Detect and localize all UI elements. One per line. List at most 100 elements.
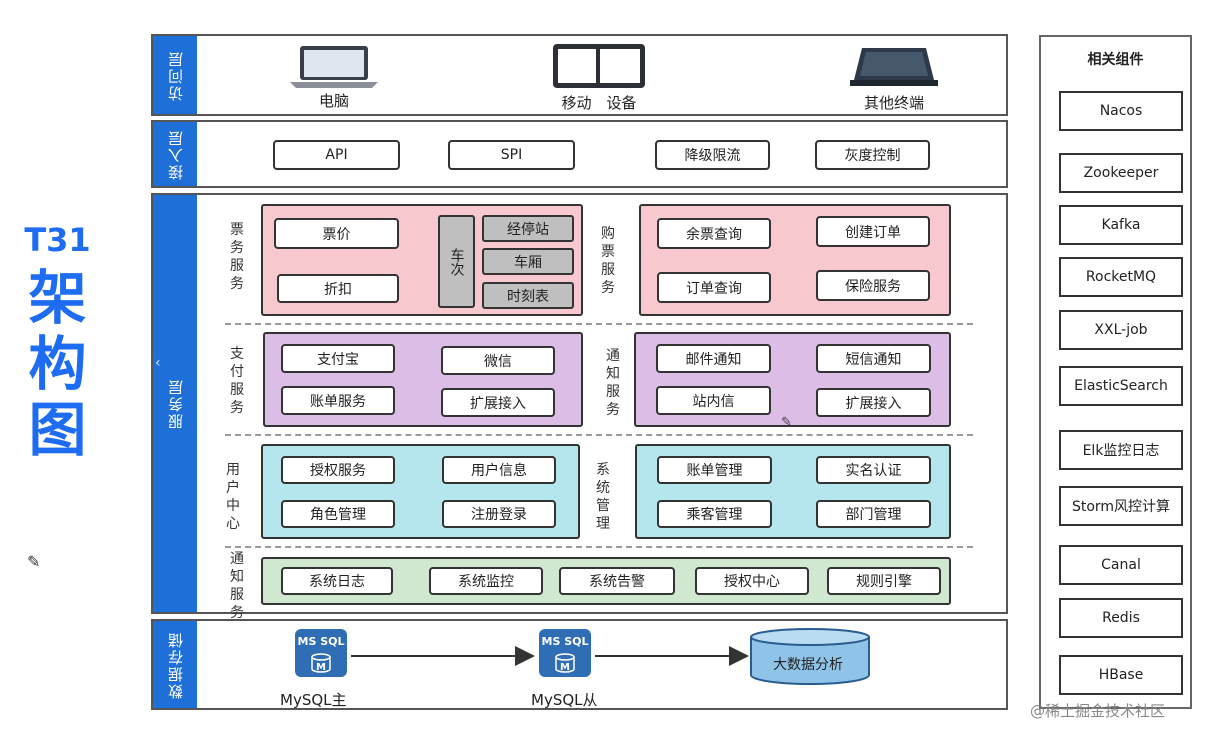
purchase-item-insurance: 保险服务 <box>816 270 930 301</box>
layer-label-access: 访问层 <box>153 36 197 114</box>
component-redis: Redis <box>1059 598 1183 638</box>
user-item-role: 角色管理 <box>281 500 395 528</box>
purchase-service-panel: 余票查询 创建订单 订单查询 保险服务 <box>639 204 951 316</box>
notify-item-inbox: 站内信 <box>656 386 771 415</box>
divider <box>225 434 973 436</box>
terminal-icon <box>850 48 938 86</box>
component-zookeeper: Zookeeper <box>1059 153 1183 193</box>
system-manage-panel: 账单管理 实名认证 乘客管理 部门管理 <box>635 444 951 539</box>
gateway-item-degrade: 降级限流 <box>655 140 770 170</box>
mysql-master-label: MySQL主 <box>280 691 347 709</box>
component-hbase: HBase <box>1059 655 1183 695</box>
layer-label-service: 服务层 <box>153 195 197 612</box>
layer-label-storage: 数据存储 <box>153 621 197 708</box>
tablet-icon <box>553 44 645 88</box>
notify2-item-monitor: 系统监控 <box>429 567 543 595</box>
component-rocketmq: RocketMQ <box>1059 257 1183 297</box>
database-icon: MS SQL M <box>295 629 347 677</box>
mysql-slave-db: MS SQL M <box>537 627 593 683</box>
device-laptop: 电脑 <box>269 42 399 111</box>
notify2-item-log: 系统日志 <box>281 567 393 595</box>
gateway-layer: 接入层 API SPI 降级限流 灰度控制 <box>151 120 1008 188</box>
payment-item-extend: 扩展接入 <box>441 388 555 417</box>
divider <box>225 323 973 325</box>
chevron-left-icon[interactable]: ‹ <box>155 355 161 371</box>
notify-item-email: 邮件通知 <box>656 344 771 373</box>
system-item-department: 部门管理 <box>816 500 931 528</box>
data-flow-arrows <box>351 646 749 666</box>
layer-label-gateway: 接入层 <box>153 122 197 186</box>
user-item-register: 注册登录 <box>442 500 556 528</box>
payment-item-alipay: 支付宝 <box>281 344 395 373</box>
payment-item-wechat: 微信 <box>441 346 555 375</box>
component-nacos: Nacos <box>1059 91 1183 131</box>
ticket-service-panel: 票价 折扣 车次 经停站 车厢 时刻表 <box>261 204 583 316</box>
title-char: 构 <box>28 330 87 398</box>
gateway-item-api: API <box>273 140 400 170</box>
svg-text:MS SQL: MS SQL <box>298 635 345 648</box>
component-kafka: Kafka <box>1059 205 1183 245</box>
component-elasticsearch: ElasticSearch <box>1059 366 1183 406</box>
svg-text:M: M <box>316 662 326 673</box>
user-center-panel: 授权服务 用户信息 角色管理 注册登录 <box>261 444 580 539</box>
notify-item-extend: 扩展接入 <box>816 388 931 417</box>
purchase-item-create: 创建订单 <box>816 216 930 247</box>
user-item-info: 用户信息 <box>442 456 556 484</box>
device-label: 其他终端 <box>863 94 924 112</box>
purchase-service-label: 购票服务 <box>601 226 615 296</box>
payment-service-label: 支付服务 <box>230 346 244 416</box>
ticket-item-discount: 折扣 <box>277 274 399 303</box>
component-canal: Canal <box>1059 545 1183 585</box>
watermark: @稀土掘金技术社区 <box>1030 702 1166 720</box>
train-box: 车次 <box>438 215 475 308</box>
ticket-service-label: 票务服务 <box>230 222 244 292</box>
mysql-master-db: MS SQL M <box>293 627 349 683</box>
user-item-auth: 授权服务 <box>281 456 395 484</box>
database-icon: MS SQL M <box>539 629 591 677</box>
service-layer: 服务层 ‹ 票务服务 票价 折扣 车次 经停站 车厢 时刻表 购票服务 余票查询… <box>151 193 1008 621</box>
gateway-item-gray: 灰度控制 <box>815 140 930 170</box>
device-terminal: 其他终端 <box>829 42 959 113</box>
ticket-item-price: 票价 <box>274 218 399 249</box>
purchase-item-query: 订单查询 <box>657 272 771 303</box>
component-xxljob: XXL-job <box>1059 310 1183 350</box>
notify2-item-auth-center: 授权中心 <box>695 567 809 595</box>
notify-service-panel: 邮件通知 短信通知 站内信 扩展接入 <box>634 332 951 427</box>
user-center-label: 用户中心 <box>226 462 240 532</box>
title-code: T31 <box>24 221 91 259</box>
component-storm: Storm风控计算 <box>1059 486 1183 526</box>
train-item-schedule: 时刻表 <box>482 282 574 309</box>
notify-item-sms: 短信通知 <box>816 344 931 373</box>
storage-layer: 数据存储 MS SQL M MySQL主 MS SQL M MySQL从 <box>151 619 1008 710</box>
pencil-icon: ✎ <box>27 552 41 571</box>
notify2-item-rules: 规则引擎 <box>827 567 941 595</box>
related-components-panel: 相关组件 Nacos Zookeeper Kafka RocketMQ XXL-… <box>1039 35 1192 709</box>
device-label: 电脑 <box>318 92 349 110</box>
bigdata-cylinder <box>749 627 871 691</box>
payment-service-panel: 支付宝 微信 账单服务 扩展接入 <box>263 332 583 427</box>
gateway-item-spi: SPI <box>448 140 575 170</box>
component-elk: Elk监控日志 <box>1059 430 1183 470</box>
system-item-realname: 实名认证 <box>816 456 931 484</box>
system-item-bill: 账单管理 <box>657 456 772 484</box>
device-label: 移动 设备 <box>561 94 637 112</box>
page-title: T31 架 构 图 <box>10 215 105 463</box>
notify2-item-alarm: 系统告警 <box>559 567 675 595</box>
purchase-item-remaining: 余票查询 <box>657 218 771 249</box>
cylinder-icon <box>750 628 870 685</box>
system-item-passenger: 乘客管理 <box>657 500 772 528</box>
bigdata-label: 大数据分析 <box>773 657 843 673</box>
sidebar-title: 相关组件 <box>1087 52 1144 68</box>
system-manage-label: 系统管理 <box>596 462 610 532</box>
notify2-service-panel: 系统日志 系统监控 系统告警 授权中心 规则引擎 <box>261 557 951 605</box>
train-label: 车次 <box>448 247 465 276</box>
svg-text:MS SQL: MS SQL <box>542 635 589 648</box>
payment-item-bill: 账单服务 <box>281 386 395 415</box>
divider <box>225 546 973 548</box>
train-item-carriage: 车厢 <box>482 248 574 275</box>
notify-service-label: 通知服务 <box>606 348 620 418</box>
train-item-stops: 经停站 <box>482 215 574 242</box>
pencil-icon: ✎ <box>781 415 792 430</box>
title-char: 架 <box>28 264 87 332</box>
title-char: 图 <box>28 396 87 464</box>
